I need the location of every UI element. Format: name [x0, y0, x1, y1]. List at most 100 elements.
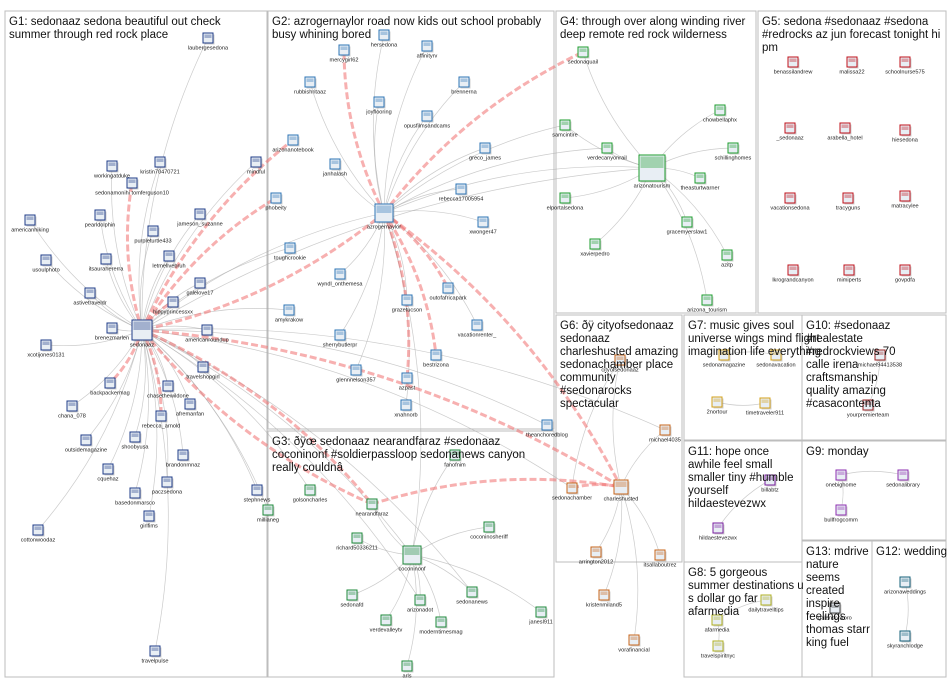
node-arls[interactable]: arls [401, 660, 414, 680]
node-arizonaweddings[interactable]: arizonaweddings [884, 576, 926, 596]
node-sedonaaz[interactable]: sedonaaz [130, 319, 154, 349]
node-richard50336211[interactable]: richard50336211 [336, 532, 378, 552]
node-coconinonf[interactable]: coconinonf [398, 545, 426, 573]
node-matracylee[interactable]: matracylee [891, 190, 919, 210]
node-janesl911[interactable]: janesl911 [528, 606, 553, 626]
node-xavierpedro[interactable]: xavierpedro [580, 238, 610, 258]
node-malissa22[interactable]: malissa22 [839, 56, 865, 76]
node-vacationrenter[interactable]: vacationrenter_ [458, 319, 497, 339]
node-hildaestevezwx[interactable]: hildaestevezwx [699, 522, 737, 542]
node-opusfilmsandcams[interactable]: opusfilmsandcams [404, 110, 451, 130]
node-elportalsedona[interactable]: elportalsedona [547, 192, 585, 212]
node-jameson_suzanne[interactable]: jameson_suzanne [176, 208, 223, 228]
node-lkrograndcanyon[interactable]: lkrograndcanyon [772, 264, 814, 284]
node-mimiperts[interactable]: mimiperts [837, 264, 861, 284]
node-joyflooring[interactable]: joyflooring [365, 96, 392, 116]
node-billabtz[interactable]: billabtz [761, 474, 779, 494]
node-itsaurahererra[interactable]: itsaurahererra [89, 253, 125, 273]
node-toughcrookie[interactable]: toughcrookie [274, 242, 306, 262]
node-travelspiritnyc[interactable]: travelspiritnyc [701, 640, 735, 660]
node-travelshopgirl[interactable]: travelshopgirl [186, 361, 220, 381]
node-sedonavacation[interactable]: sedonavacation [756, 349, 796, 369]
node-basedonmarsco[interactable]: basedonmarsco [115, 487, 155, 507]
node-affinityrv[interactable]: affinityrv [417, 40, 438, 60]
node-arabella_hotel[interactable]: arabella_hotel [827, 122, 863, 142]
node-sedonafd[interactable]: sedonafd [340, 589, 364, 609]
node-kristin70470721[interactable]: kristin70470721 [140, 156, 180, 176]
node-americanroundup[interactable]: americanroundup [185, 324, 229, 344]
node-purpleturtle433[interactable]: purpleturtle433 [134, 225, 172, 245]
node-rebecca17005954[interactable]: rebecca17005954 [439, 183, 484, 203]
node-arizonatourism[interactable]: arizonatourism [634, 154, 671, 190]
node-coconinosheriff[interactable]: coconinosheriff [470, 521, 508, 541]
node-grazetucson[interactable]: grazetucson [392, 294, 422, 314]
node-nearandfaraz[interactable]: nearandfaraz [356, 498, 389, 518]
node-theasturtwarner[interactable]: theasturtwarner [681, 172, 720, 192]
node-pearldolphin[interactable]: pearldolphin [85, 209, 115, 229]
node-wyndl_onthemesa[interactable]: wyndl_onthemesa [316, 268, 363, 288]
node-chowbellaphx[interactable]: chowbellaphx [703, 104, 737, 124]
node-charleshusted[interactable]: charleshusted [604, 479, 639, 503]
node-tracyguns[interactable]: tracyguns [836, 192, 860, 212]
node-sedonalibrary[interactable]: sedonalibrary [886, 469, 920, 489]
node-arrington2012[interactable]: arrington2012 [579, 546, 614, 566]
node-vorafinancial[interactable]: vorafinancial [618, 634, 650, 654]
node-_sedonaaz[interactable]: _sedonaaz [775, 122, 804, 142]
node-outsidemagazine[interactable]: outsidemagazine [65, 434, 107, 454]
node-outofafricapark[interactable]: outofafricapark [429, 282, 467, 302]
node-arizonanotebook[interactable]: arizonanotebook [272, 134, 314, 154]
node-michael94413538[interactable]: michael94413538 [858, 349, 902, 369]
node-cottonwoodaz[interactable]: cottonwoodaz [21, 524, 56, 544]
node-vacationsedona[interactable]: vacationsedona [770, 192, 810, 212]
node-shoobyusa[interactable]: shoobyusa [121, 431, 149, 451]
node-cityofsedonaaz[interactable]: cityofsedonaaz [601, 354, 639, 374]
node-paczsedona[interactable]: paczsedona [152, 476, 183, 496]
node-workingatduke[interactable]: workingatduke [93, 160, 130, 180]
node-sedonamonihi[interactable]: sedonamonihi tomferguson10 [95, 177, 169, 197]
node-galensonkoro[interactable]: galensonkoro [818, 602, 852, 622]
node-hippyprincessxx[interactable]: hippyprincessxx [153, 296, 193, 316]
node-laubergesedona[interactable]: laubergesedona [188, 32, 229, 52]
node-sedonaquail[interactable]: sedonaquail [568, 46, 598, 66]
node-xwonger47[interactable]: xwonger47 [469, 216, 497, 236]
node-2nortour[interactable]: 2nortour [707, 396, 728, 416]
node-brenezmarlen[interactable]: brenezmarlen [95, 322, 129, 342]
node-glennnelson357[interactable]: glennnelson357 [336, 364, 376, 384]
node-sherrybutlerpr[interactable]: sherrybutlerpr [323, 329, 358, 349]
node-sedonanews[interactable]: sedonanews [456, 586, 488, 606]
node-afremanfan[interactable]: afremanfan [176, 398, 204, 418]
node-chana_078[interactable]: chana_078 [58, 400, 86, 420]
node-americanhiking[interactable]: americanhiking [11, 214, 49, 234]
node-michael4035[interactable]: michael4035 [649, 424, 681, 444]
node-kristenmiland5[interactable]: kristenmiland5 [586, 589, 622, 609]
node-gracemyerslaw1[interactable]: gracemyerslaw1 [667, 216, 708, 236]
node-arizonadot[interactable]: arizonadot [407, 594, 434, 614]
node-phobeity[interactable]: phobeity [265, 192, 287, 212]
node-arizona_tourism[interactable]: arizona_tourism [687, 294, 727, 314]
node-girlfims[interactable]: girlfims [140, 510, 158, 530]
node-rebecca_arnold[interactable]: rebecca_arnold [142, 410, 181, 430]
node-amykrakow[interactable]: amykrakow [275, 304, 304, 324]
node-azitp[interactable]: azitp [721, 249, 734, 269]
node-azrogernaylor[interactable]: azrogernaylor [367, 203, 401, 231]
node-brandonmnaz[interactable]: brandonmnaz [166, 449, 200, 469]
node-usoulphoto[interactable]: usoulphoto [32, 254, 60, 274]
node-xnahnorb[interactable]: xnahnorb [394, 399, 418, 419]
node-itsallaboutrez[interactable]: itsallaboutrez [644, 549, 677, 569]
node-azpast[interactable]: azpast [399, 372, 416, 392]
node-chasethewildone[interactable]: chasethewildone [147, 380, 189, 400]
node-greco_james[interactable]: greco_james [469, 142, 501, 162]
node-theanchoredblog[interactable]: theanchoredblog [526, 419, 568, 439]
node-galelove17[interactable]: galelove17 [186, 277, 214, 297]
node-benassilandrew[interactable]: benassilandrew [774, 56, 814, 76]
node-bestrizona[interactable]: bestrizona [423, 349, 450, 369]
node-millianeg[interactable]: millianeg [257, 504, 279, 524]
node-backpackermag[interactable]: backpackermag [90, 377, 130, 397]
node-samcintire[interactable]: samcintire [552, 119, 578, 139]
node-fanofnim[interactable]: fanofnim [444, 449, 466, 469]
node-astivetraveldr[interactable]: astivetraveldr [73, 287, 107, 307]
node-cquehaz[interactable]: cquehaz [97, 463, 119, 483]
node-brennerna[interactable]: brennerna [451, 76, 478, 96]
node-govpdfa[interactable]: govpdfa [895, 264, 916, 284]
node-onebighome[interactable]: onebighome [826, 469, 857, 489]
